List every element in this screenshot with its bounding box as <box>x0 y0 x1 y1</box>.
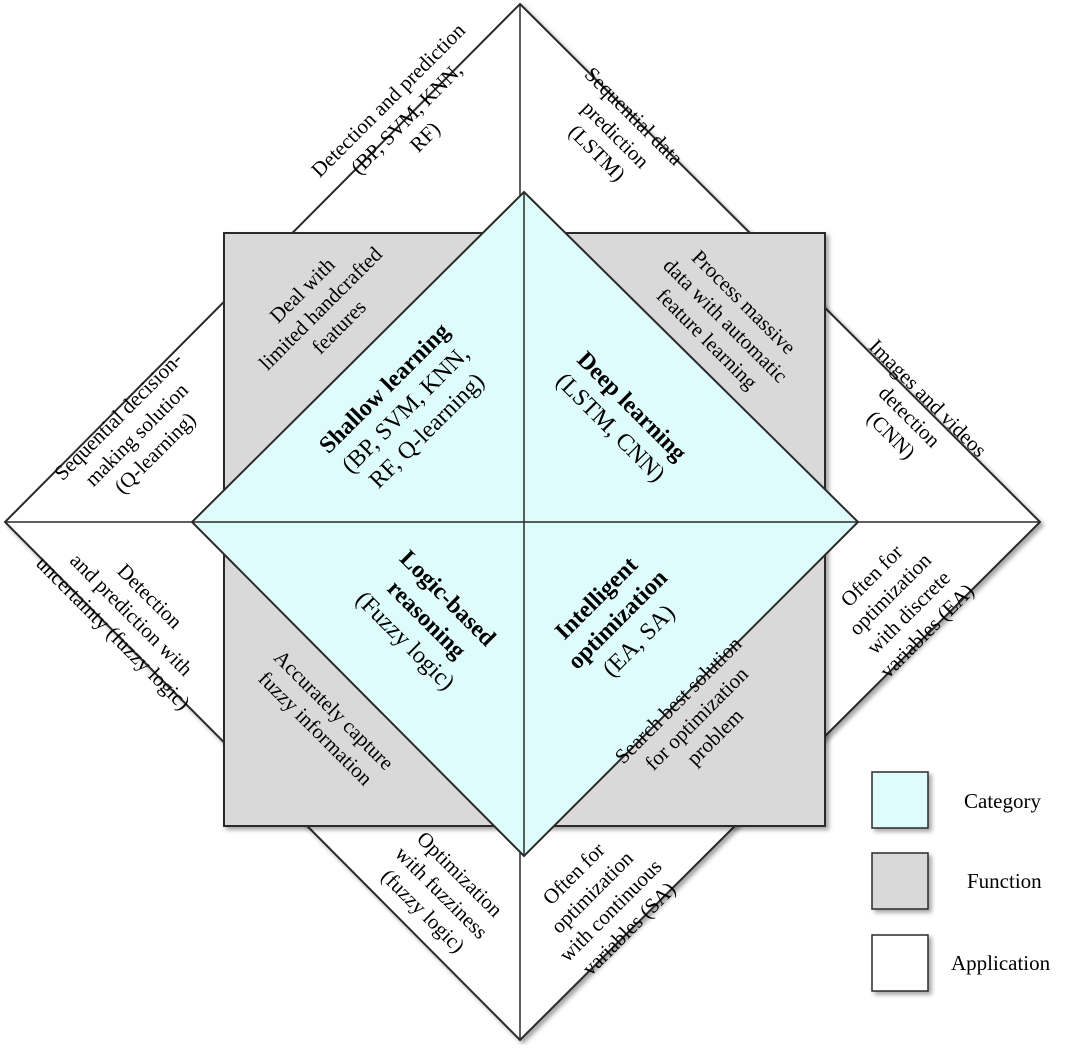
legend-category-label: Category <box>964 789 1041 813</box>
app-top-right: Sequential data prediction (LSTM) <box>564 62 689 186</box>
app-right-upper: Images and videos detection (CNN) <box>862 334 992 464</box>
legend: Category Function Application <box>871 771 1051 992</box>
legend-function-swatch <box>871 852 929 910</box>
legend-application-swatch <box>871 934 929 992</box>
legend-application-label: Application <box>951 951 1051 975</box>
legend-category-swatch <box>871 771 929 829</box>
legend-function-label: Function <box>967 869 1042 893</box>
